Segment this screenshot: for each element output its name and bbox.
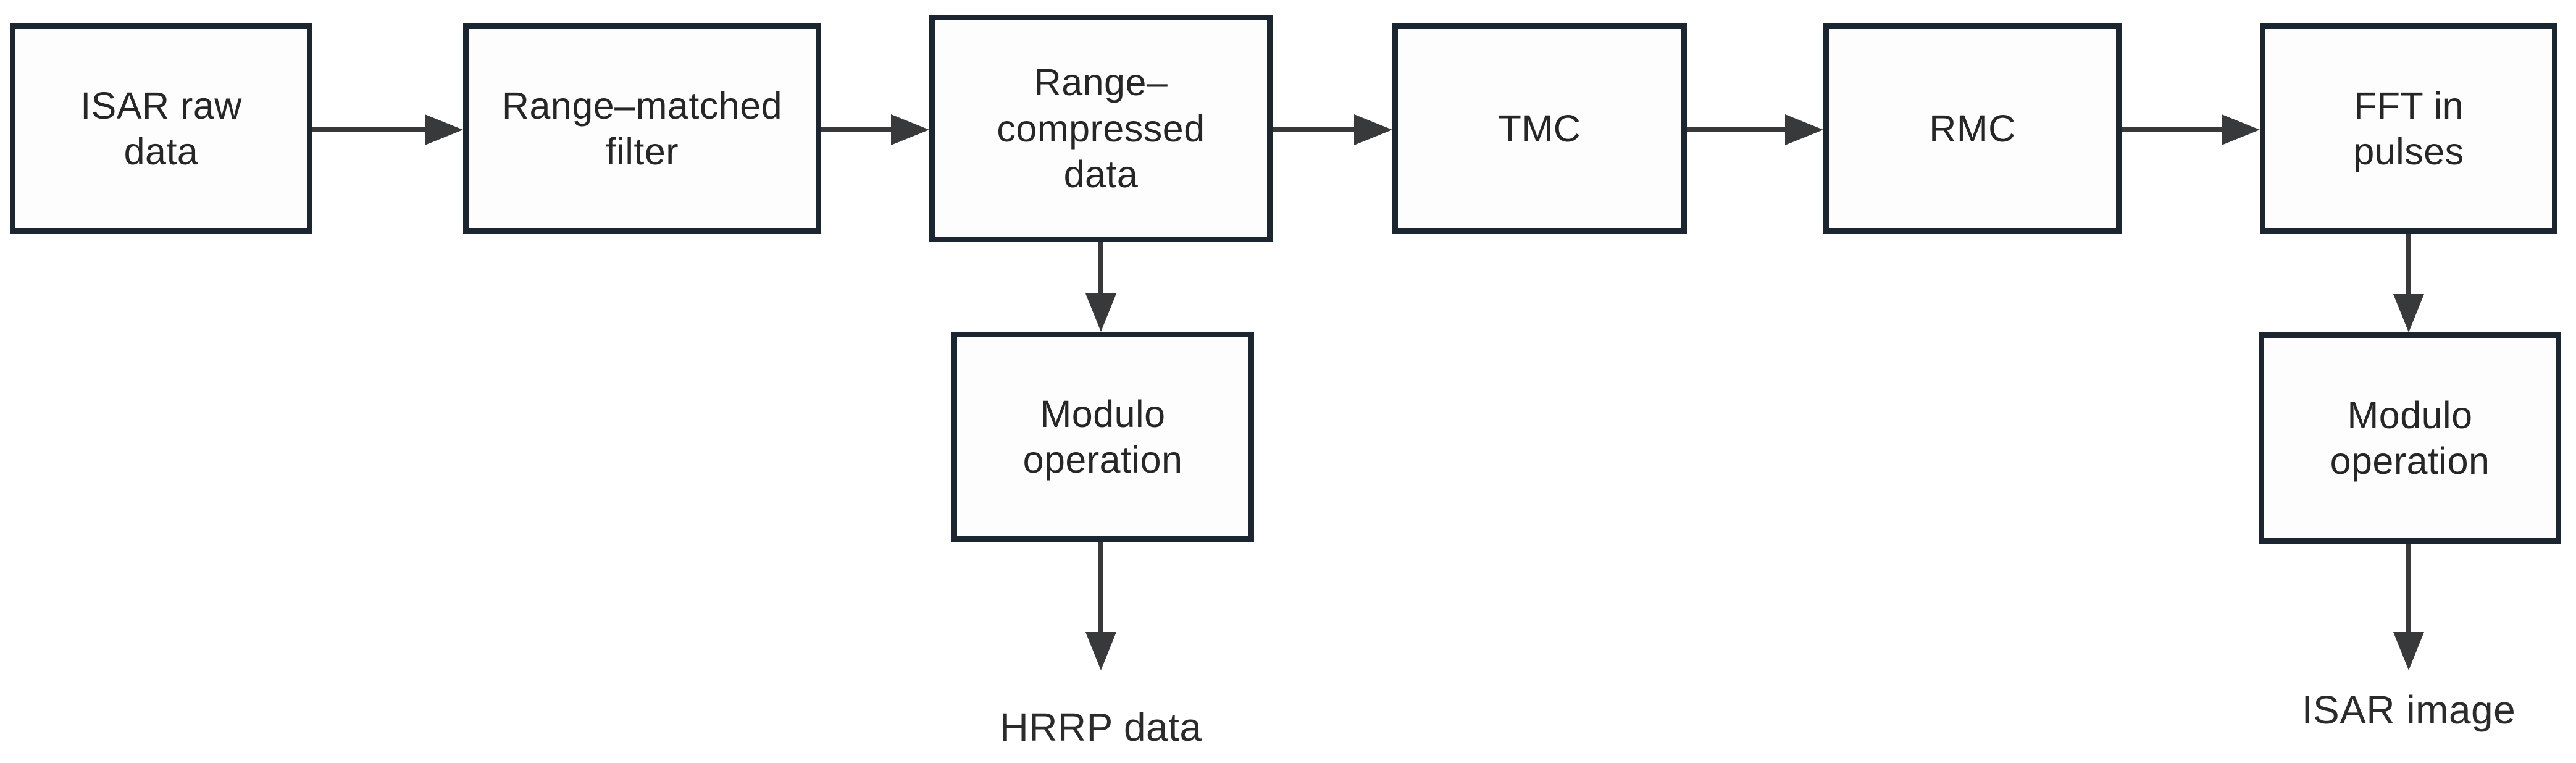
arrow-shaft	[2122, 127, 2223, 132]
arrow-shaft	[312, 127, 426, 132]
arrowhead-down-icon	[2393, 294, 2424, 332]
node-modulo-operation-isar-label: Modulo operation	[2330, 394, 2490, 482]
node-isar-raw-data-label: ISAR raw data	[80, 84, 242, 172]
arrow-shaft	[1273, 127, 1355, 132]
node-tmc-label: TMC	[1498, 107, 1581, 150]
arrowhead-right-icon	[1354, 114, 1392, 145]
node-modulo-operation-isar: Modulo operation	[2259, 332, 2561, 544]
arrow-shaft	[2406, 544, 2411, 633]
arrowhead-down-icon	[1085, 293, 1116, 332]
node-rmc-label: RMC	[1929, 107, 2016, 150]
node-range-matched-filter: Range–matched filter	[463, 23, 821, 234]
node-tmc: TMC	[1392, 23, 1687, 234]
arrow-shaft	[1098, 242, 1103, 295]
arrow-shaft	[2406, 234, 2411, 295]
node-modulo-operation-hrrp-label: Modulo operation	[1022, 392, 1183, 481]
node-modulo-operation-hrrp: Modulo operation	[951, 332, 1254, 542]
arrowhead-right-icon	[891, 114, 929, 145]
node-isar-raw-data: ISAR raw data	[10, 23, 312, 234]
arrowhead-right-icon	[1785, 114, 1823, 145]
node-rmc: RMC	[1823, 23, 2122, 234]
output-label-hrrp-data: HRRP data	[1000, 705, 1202, 749]
output-label-isar-image: ISAR image	[2301, 688, 2516, 732]
arrow-shaft	[821, 127, 892, 132]
node-fft-in-pulses: FFT in pulses	[2260, 23, 2557, 234]
arrowhead-right-icon	[425, 114, 463, 145]
node-range-compressed-data: Range– compressed data	[929, 15, 1273, 242]
arrowhead-right-icon	[2222, 114, 2260, 145]
arrowhead-down-icon	[2393, 632, 2424, 670]
arrowhead-down-icon	[1085, 632, 1116, 670]
arrow-shaft	[1687, 127, 1786, 132]
node-range-compressed-data-label: Range– compressed data	[997, 61, 1205, 196]
arrow-shaft	[1098, 542, 1103, 633]
node-fft-in-pulses-label: FFT in pulses	[2353, 84, 2464, 172]
node-range-matched-filter-label: Range–matched filter	[501, 84, 783, 172]
